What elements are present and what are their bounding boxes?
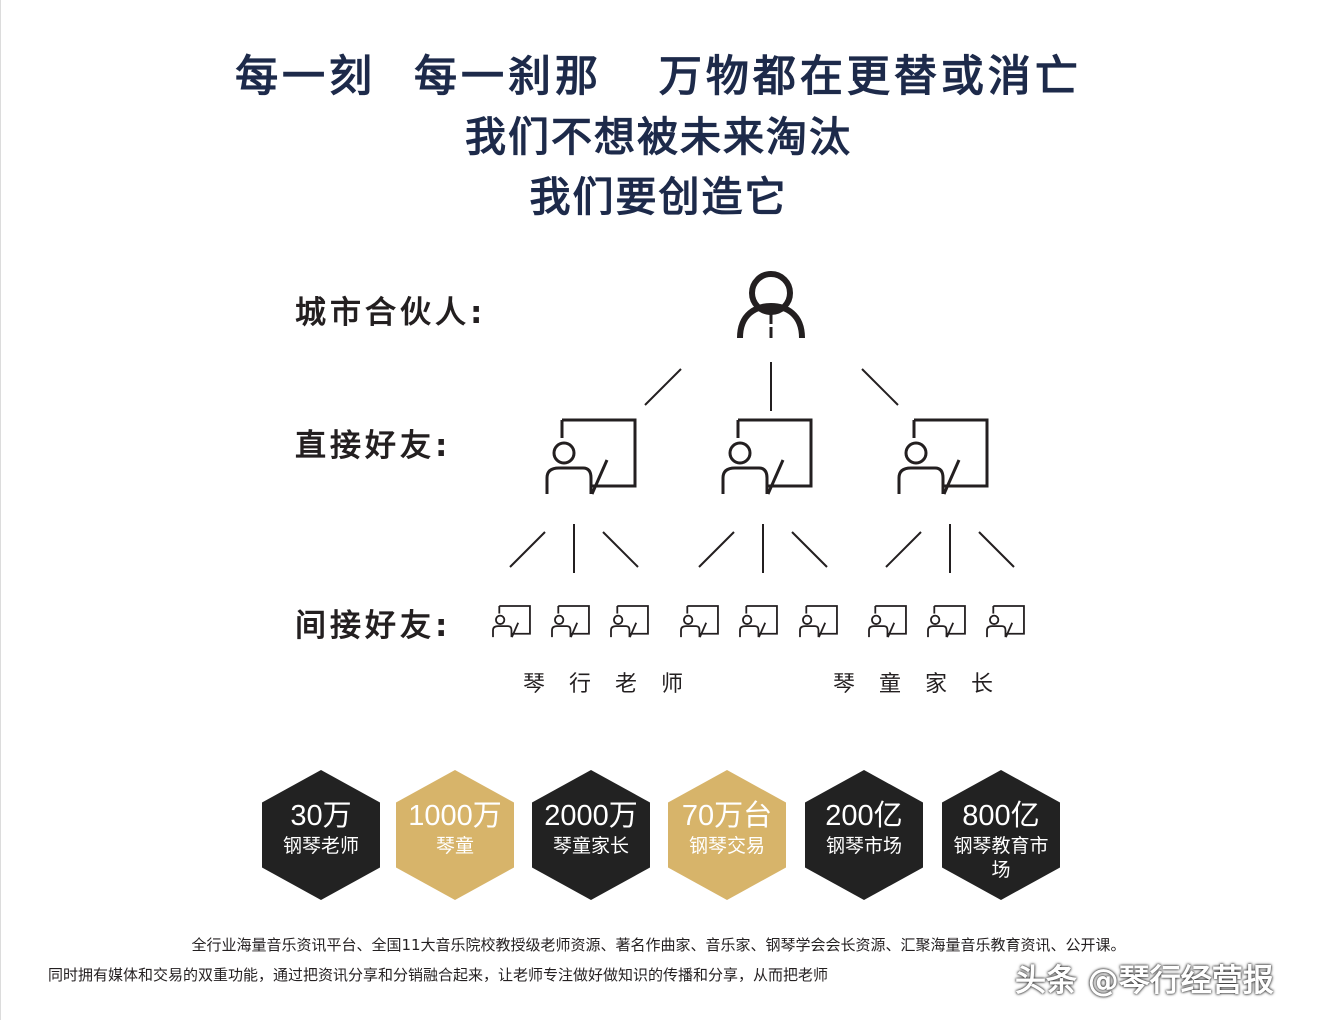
teacher-at-board-icon: [680, 605, 719, 638]
stat-value: 800亿: [962, 800, 1040, 832]
connector-line: [698, 531, 735, 568]
teacher-at-board-icon: [739, 605, 778, 638]
source-watermark: 头条 @琴行经营报: [1015, 963, 1274, 999]
connector-line: [885, 531, 922, 568]
connector-line: [978, 531, 1015, 568]
teacher-at-board-icon: [799, 605, 838, 638]
teacher-at-board-icon: [545, 418, 637, 495]
stat-hexagon-piano-market: 200亿 钢琴市场: [805, 770, 923, 900]
stat-label: 钢琴教育市场: [953, 835, 1049, 881]
caption-piano-parents: 琴童家长: [833, 672, 1018, 697]
headline-line-3: 我们要创造它: [529, 173, 788, 221]
level-2-connectors: [509, 524, 639, 573]
caption-piano-teachers: 琴行老师: [523, 672, 708, 697]
indirect-friends-label: 间接好友:: [295, 608, 452, 644]
connector-line: [644, 368, 682, 406]
stat-label: 钢琴交易: [688, 835, 765, 857]
stat-value: 200亿: [825, 800, 903, 832]
teacher-at-board-icon: [868, 605, 907, 638]
stat-label: 钢琴老师: [282, 835, 359, 857]
connector-line: [602, 531, 639, 568]
teacher-at-board-icon: [551, 605, 590, 638]
stat-hexagon-parents: 2000万 琴童家长: [532, 770, 650, 900]
teacher-at-board-icon: [986, 605, 1025, 638]
teacher-at-board-icon: [897, 418, 989, 495]
level-1-connectors: [644, 362, 899, 411]
headline-line-2: 我们不想被未来淘汰: [465, 113, 852, 161]
person-icon: [737, 271, 805, 339]
stat-label: 钢琴市场: [825, 835, 902, 857]
stat-value: 1000万: [408, 800, 502, 832]
city-partner-label: 城市合伙人:: [295, 295, 487, 331]
footer-description-line-1: 全行业海量音乐资讯平台、全国11大音乐院校教授级老师资源、著名作曲家、音乐家、钢…: [191, 936, 1126, 954]
headline-line-1: 每一刻 每一刹那 万物都在更替或消亡: [235, 52, 1082, 102]
stat-value: 30万: [290, 800, 352, 832]
stat-hexagon-piano-trades: 70万台 钢琴交易: [668, 770, 786, 900]
stat-label: 琴童家长: [552, 835, 629, 857]
connector-line: [509, 531, 546, 568]
footer-description-line-2: 同时拥有媒体和交易的双重功能，通过把资讯分享和分销融合起来，让老师专注做好做知识…: [48, 966, 829, 984]
teacher-at-board-icon: [610, 605, 649, 638]
teacher-at-board-icon: [721, 418, 813, 495]
stat-value: 2000万: [544, 800, 638, 832]
connector-line: [861, 368, 899, 406]
connector-line: [791, 531, 828, 568]
teacher-at-board-icon: [927, 605, 966, 638]
level-2-connectors: [698, 524, 828, 573]
left-border: [0, 0, 1, 1020]
stat-label: 琴童: [435, 835, 474, 857]
stat-value: 70万台: [681, 800, 773, 832]
teacher-at-board-icon: [492, 605, 531, 638]
stat-hexagon-students: 1000万 琴童: [396, 770, 514, 900]
level-2-connectors: [885, 524, 1015, 573]
stat-hexagon-teachers: 30万 钢琴老师: [262, 770, 380, 900]
direct-friends-label: 直接好友:: [295, 428, 452, 464]
